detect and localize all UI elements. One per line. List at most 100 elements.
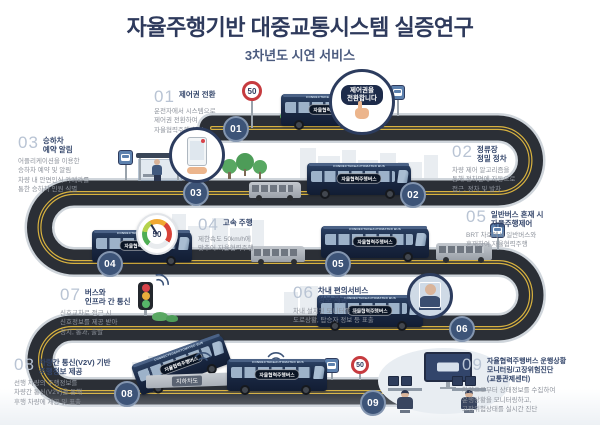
operator-body [397, 397, 413, 409]
shelter-bench [143, 174, 161, 177]
section-number: 05 [466, 207, 487, 226]
desk [388, 388, 422, 391]
section-title: 자율협력주행버스 운행상황 모니터링/고장위험진단 (교통관제센터) [486, 358, 567, 383]
section-02: 02 정류장 정밀 정차 차량 제어 알고리즘을 통해 정차면에 자동으로 접근… [452, 143, 572, 194]
section-body: 선행 차량의 주행정보를 차량간 통신(V2V)을 통해 후행 차량에 제공 및… [14, 379, 83, 406]
traffic-light [138, 282, 153, 310]
traffic-light-pole [144, 310, 147, 316]
section-number: 09 [462, 355, 483, 374]
section-body: 신호교차로 접근 시 신호정보를 제공 받아 정지, 통과, 출발 [60, 309, 118, 336]
passenger-head [154, 159, 160, 165]
bus-stop-sign [118, 150, 133, 165]
bus-wheel [256, 195, 262, 201]
bus-wheel [320, 189, 330, 199]
page-subtitle: 3차년도 시연 서비스 [244, 48, 356, 63]
monitor-icon [388, 376, 399, 386]
sign-pole [331, 373, 333, 380]
pointing-hand-icon [355, 101, 369, 120]
bus-wheel [403, 252, 413, 262]
bus-roofline [229, 359, 325, 362]
section-number: 07 [60, 285, 81, 304]
bush-icon [152, 312, 168, 321]
phone-screen [190, 140, 204, 160]
section-title: 고속 주행 [222, 218, 253, 227]
route-badge-02: 02 [400, 182, 426, 208]
route-badge-09: 09 [360, 390, 386, 416]
waiting-passenger [152, 159, 162, 181]
control-handover-message: 제어권을 전환합니다 [341, 84, 383, 106]
bus-glyph-icon [393, 89, 402, 96]
speed-limit-value: 50 [356, 361, 364, 369]
passenger-legs [153, 175, 161, 181]
route-badge-05: 05 [325, 251, 351, 277]
section-number: 08 [14, 355, 35, 374]
bus-wheel [301, 385, 311, 395]
section-body: 차내 설치된 모니터를 통해 버스, 도로상황, 탑승자 정보 등 표출 [293, 307, 380, 325]
smartphone-icon [187, 136, 207, 166]
section-07: 07 버스와 인프라 간 통신 신호교차로 접근 시 신호정보를 제공 받아 정… [60, 286, 164, 337]
section-01: 01 제어권 전환 운전자에서 시스템으로 제어권 전환하여 자율협력주행 실시 [154, 88, 254, 135]
route-badge-01: 01 [223, 116, 249, 142]
section-04: 04 고속 주행 제한속도 50km/h에 맞추어 자율협력주행 [198, 216, 308, 254]
section-body: 제한속도 50km/h에 맞추어 자율협력주행 [198, 236, 254, 253]
section-05: 05 일반버스 혼재 시 자율주행제어 BRT 차로에서 일반버스와 혼재하여 … [466, 208, 594, 250]
section-number: 01 [154, 87, 175, 106]
monitor-stand [446, 382, 450, 387]
autonomous-bus: CONNECTED&AUTOMATED BUS 자율협력주행버스 [227, 359, 327, 395]
city-bus-windows [254, 249, 297, 256]
operator-head [465, 390, 473, 398]
bus-windshield [397, 170, 409, 183]
monitor-icon [401, 376, 412, 386]
scan-frame-icon [419, 282, 441, 308]
sign-pole [359, 374, 361, 380]
section-03: 03 승하차 예약 알림 어플리케이션을 이용한 승하차 예약 및 알림 차량 … [18, 134, 130, 194]
speed-limit-sign: 50 [351, 356, 369, 374]
notification-dot-icon [200, 139, 205, 143]
bus-brand-text: CONNECTED&AUTOMATED BUS [333, 165, 385, 168]
bus-wheel [287, 195, 293, 201]
section-09: 09 자율협력주행버스 운행상황 모니터링/고장위험진단 (교통관제센터) 차량… [462, 356, 596, 415]
chair [400, 410, 410, 413]
v2i-signal-icon [155, 273, 170, 286]
v2v-signal-icon [194, 352, 212, 361]
holding-hand-icon [187, 166, 207, 174]
monitor-base [440, 387, 456, 389]
section-title: 차내 편의서비스 정보 제공 [317, 286, 369, 305]
operator-station [452, 376, 488, 416]
section-body: 차량 제어 알고리즘을 통해 정차면에 자동으로 접근, 정차 및 발차 [452, 166, 516, 193]
speed-limit-sign: 50 [242, 81, 262, 101]
route-badge-06: 06 [449, 316, 475, 342]
bus-body: CONNECTED&AUTOMATED BUS 자율협력주행버스 [227, 359, 327, 391]
bus-glyph-icon [327, 362, 336, 369]
shelter-roof [136, 153, 182, 158]
autonomous-bus: CONNECTED&AUTOMATED BUS 자율협력주행버스 [307, 163, 411, 199]
operator-station [388, 376, 424, 416]
monitor-icon [452, 376, 463, 386]
section-body: 어플리케이션을 이용한 승하차 예약 및 알림 차량 내 안면인식 카메라를 통… [18, 157, 90, 194]
speedometer-icon: 50 [142, 219, 172, 249]
passenger-recognition-callout [407, 273, 453, 319]
monitor-icon [465, 376, 476, 386]
route-badge-08: 08 [114, 381, 140, 407]
bus-wheel [258, 259, 264, 265]
green-light-icon [141, 300, 150, 308]
sign-pole [397, 100, 399, 116]
section-title: 차량간 통신(V2V) 기반 주행정보 제공 [38, 358, 111, 377]
section-number: 02 [452, 142, 473, 161]
bus-windshield [178, 237, 190, 250]
bus-roofline [309, 163, 409, 166]
control-handover-callout: 제어권을 전환합니다 [329, 69, 395, 135]
bus-roofline [319, 295, 421, 298]
bus-roofline [323, 226, 427, 229]
section-body: BRT 차로에서 일반버스와 혼재하여 자율협력주행 [466, 231, 537, 249]
section-number: 06 [293, 283, 314, 302]
bus-wheel [385, 189, 395, 199]
city-bus [249, 182, 301, 201]
section-08: 08 차량간 통신(V2V) 기반 주행정보 제공 선행 차량의 주행정보를 차… [14, 356, 136, 407]
section-06: 06 차내 편의서비스 정보 제공 차내 설치된 모니터를 통해 버스, 도로상… [293, 284, 415, 326]
tree-icon [222, 159, 237, 179]
tree-icon [236, 153, 254, 176]
section-title: 버스와 인프라 간 통신 [84, 288, 131, 307]
bus-service-label: 자율협력주행버스 [254, 369, 300, 380]
bus-windshield [211, 339, 225, 357]
